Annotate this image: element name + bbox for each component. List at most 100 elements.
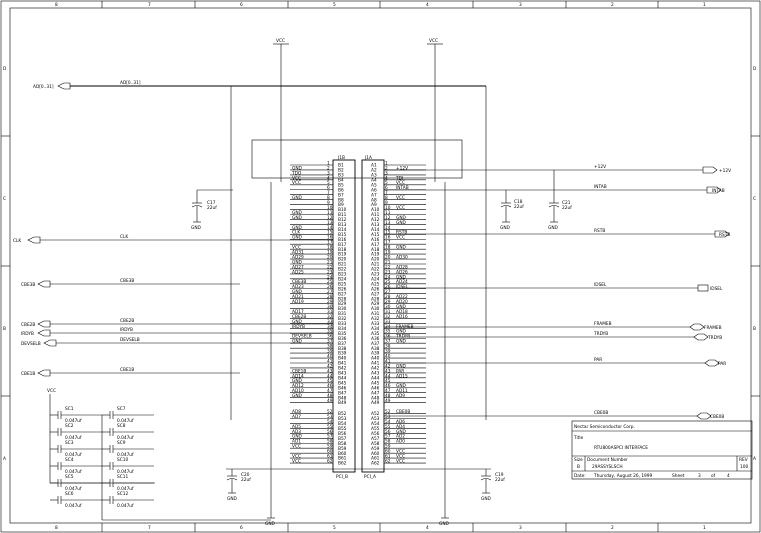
tb-title-label: Title [573, 435, 584, 441]
j1a-pin-number: 43 [385, 368, 391, 374]
j1b-pin-number: 60 [327, 449, 333, 455]
net-irdyb-label: IRDYB [120, 327, 133, 333]
frame-bottom-3: 3 [519, 525, 522, 531]
j1a-pin-number: 11 [385, 210, 391, 216]
frame-right-d: D [753, 66, 757, 72]
net-devselb-label: DEVSELB [120, 337, 140, 343]
port-rstb[interactable] [714, 230, 730, 238]
cap-c20-gnd: GND [227, 496, 238, 502]
j1a-pin-signal: +12V [396, 165, 408, 171]
port-ad-bus[interactable] [57, 82, 71, 90]
j1a-pin-name: A16 [371, 237, 380, 243]
port-frameb[interactable] [689, 323, 705, 331]
j1a-pin-name: A58 [371, 441, 380, 447]
decap-ref: SC6 [65, 491, 74, 497]
j1b-ref: J1B [337, 155, 345, 161]
port-cbe2b[interactable] [37, 320, 51, 328]
j1a-pin-signal: CBE0B [396, 409, 410, 415]
port-idsel[interactable] [697, 284, 709, 292]
j1a-pin-number: 3 [385, 170, 388, 176]
j1a-pin-signal: VCC [396, 458, 405, 464]
decap-ref: SC4 [65, 457, 74, 463]
j1b-pin-number: 39 [327, 349, 333, 355]
j1a-pin-number: 48 [385, 393, 391, 399]
j1a-pin-name: A56 [371, 431, 380, 437]
j1b-pin-number: 48 [327, 393, 333, 399]
j1a-pin-name: A15 [371, 232, 380, 238]
j1a-pin-signal: AD28 [396, 264, 408, 270]
j1b-pin-signal: VCC [292, 175, 301, 181]
j1b-pin-name: B37 [338, 341, 347, 347]
j1b-pin-signal: GND [292, 165, 303, 171]
j1a-pin-name: A14 [371, 227, 380, 233]
port-p12v-label: +12V [719, 168, 731, 174]
title-block: Nectar Semiconductor Corp. Title RTU800A… [571, 420, 753, 480]
port-cbe0b[interactable] [696, 412, 712, 420]
port-p12v[interactable] [702, 166, 718, 174]
decap-value: 0.047uf [117, 452, 134, 458]
j1a-pin-name: A6 [371, 187, 377, 193]
j1a-pin-number: 32 [385, 314, 391, 320]
j1a-pin-signal: VCC [396, 454, 405, 460]
cap-c21-val: 22uf [562, 205, 572, 211]
j1a-pin-name: A38 [371, 346, 380, 352]
j1b-pin-name: B62 [338, 461, 347, 467]
j1a-pin-signal: AD30 [396, 254, 408, 260]
j1a-pin-number: 39 [385, 349, 391, 355]
j1a-pin-number: 36 [385, 334, 391, 340]
j1b-pin-name: B33 [338, 321, 347, 327]
j1a-pin-number: 47 [385, 388, 391, 394]
port-intab[interactable] [706, 186, 722, 194]
j1a-pin-number: 40 [385, 353, 391, 359]
j1b-pin-signal: GND [292, 319, 303, 325]
j1b-pin-number: 49 [327, 398, 333, 404]
cap-c19-val: 22uf [495, 477, 505, 483]
tb-rev-label: REV [739, 457, 748, 463]
port-irdyb-label: IRDYB [21, 331, 34, 337]
cap-c21-ref: C21 [562, 200, 571, 206]
j1a-pin-number: 28 [385, 294, 391, 300]
j1a-pin-name: A59 [371, 446, 380, 452]
port-trdyb[interactable] [693, 333, 709, 341]
j1b-pin-name: B10 [338, 207, 347, 213]
j1a-pin-number: 7 [385, 190, 388, 196]
decap-value: 0.047uf [117, 435, 134, 441]
j1b-pin-name: B55 [338, 426, 347, 432]
j1b-pin-signal: AD23 [292, 284, 304, 290]
port-cbe1b[interactable] [37, 369, 51, 377]
port-cbe3b[interactable] [37, 280, 51, 288]
port-cbe0b-label: CBE0B [710, 414, 724, 420]
j1b-pin-number: 29 [327, 299, 333, 305]
j1a-pin-name: A27 [371, 291, 380, 297]
port-par[interactable] [704, 359, 720, 367]
port-irdyb[interactable] [37, 329, 51, 337]
j1b-pin-signal: IRDYB [292, 324, 305, 330]
j1a-pin-signal: GND [396, 363, 407, 369]
j1a-pin-name: A7 [371, 192, 377, 198]
j1b-pin-number: 27 [327, 289, 333, 295]
tb-date-label: Date: [574, 473, 586, 479]
j1b-pin-number: 47 [327, 388, 333, 394]
port-clk[interactable] [27, 236, 41, 244]
j1b-pin-number: 3 [327, 170, 330, 176]
j1a-pin-name: A17 [371, 242, 380, 248]
j1b-pin-name: B6 [338, 187, 344, 193]
j1b-pin-name: B42 [338, 366, 347, 372]
port-ad-bus-label: AD[0..31] [33, 84, 54, 90]
j1b-pin-number: 37 [327, 339, 333, 345]
j1b-pin-name: B3 [338, 173, 344, 179]
j1b-pin-name: B24 [338, 276, 347, 282]
j1a-pin-number: 19 [385, 250, 391, 256]
tb-of-label: of [711, 473, 716, 479]
j1b-pin-number: 11 [327, 210, 333, 216]
tb-docnum: 29ASSYSLSCH [592, 464, 623, 470]
j1b-pin-number: 54 [327, 419, 333, 425]
j1b-pin-signal: AD12 [292, 383, 304, 389]
j1b-pin-signal: VCC [292, 454, 301, 460]
j1b-pin-number: 31 [327, 309, 333, 315]
j1b-pin-signal: CBE3B [292, 279, 306, 285]
port-devselb[interactable] [43, 339, 57, 347]
j1b-pin-signal: AD27 [292, 264, 304, 270]
